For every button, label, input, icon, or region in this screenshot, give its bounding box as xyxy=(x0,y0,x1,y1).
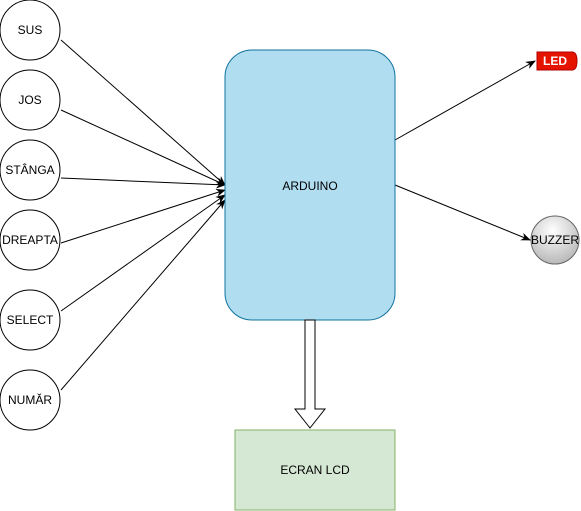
connector-arduino-led xyxy=(394,60,536,141)
led-label: LED xyxy=(543,54,567,68)
connector-sus-arduino xyxy=(60,39,226,186)
connector-select-arduino xyxy=(60,194,226,312)
buzzer-label: BUZZER xyxy=(531,233,579,247)
connector-stanga-arduino xyxy=(60,177,226,189)
input-label-sus: SUS xyxy=(18,23,43,37)
arduino-block: ARDUINO xyxy=(224,49,396,321)
input-label-numar: NUMĂR xyxy=(8,392,52,407)
input-node-jos: JOS xyxy=(0,69,61,131)
input-label-stanga: STÂNGA xyxy=(5,162,54,177)
input-node-select: SELECT xyxy=(0,289,61,351)
output-connectors xyxy=(394,60,536,241)
connector-numar-arduino xyxy=(60,199,226,391)
connector-arduino-buzzer xyxy=(394,184,531,241)
lcd-label: ECRAN LCD xyxy=(280,463,350,477)
input-label-select: SELECT xyxy=(7,313,54,327)
input-node-sus: SUS xyxy=(0,0,61,61)
input-label-jos: JOS xyxy=(18,93,41,107)
led-node: LED xyxy=(536,51,578,71)
buzzer-node: BUZZER xyxy=(530,215,580,265)
input-label-dreapta: DREAPTA xyxy=(2,233,58,247)
connector-jos-arduino xyxy=(60,109,226,186)
input-node-stanga: STÂNGA xyxy=(0,139,61,201)
arduino-label: ARDUINO xyxy=(282,179,337,193)
connector-dreapta-arduino xyxy=(60,188,226,244)
input-connectors xyxy=(60,39,226,391)
input-node-numar: NUMĂR xyxy=(0,369,61,431)
lcd-block: ECRAN LCD xyxy=(234,429,396,511)
arduino-to-lcd-arrow xyxy=(293,319,327,429)
input-node-dreapta: DREAPTA xyxy=(0,209,61,271)
